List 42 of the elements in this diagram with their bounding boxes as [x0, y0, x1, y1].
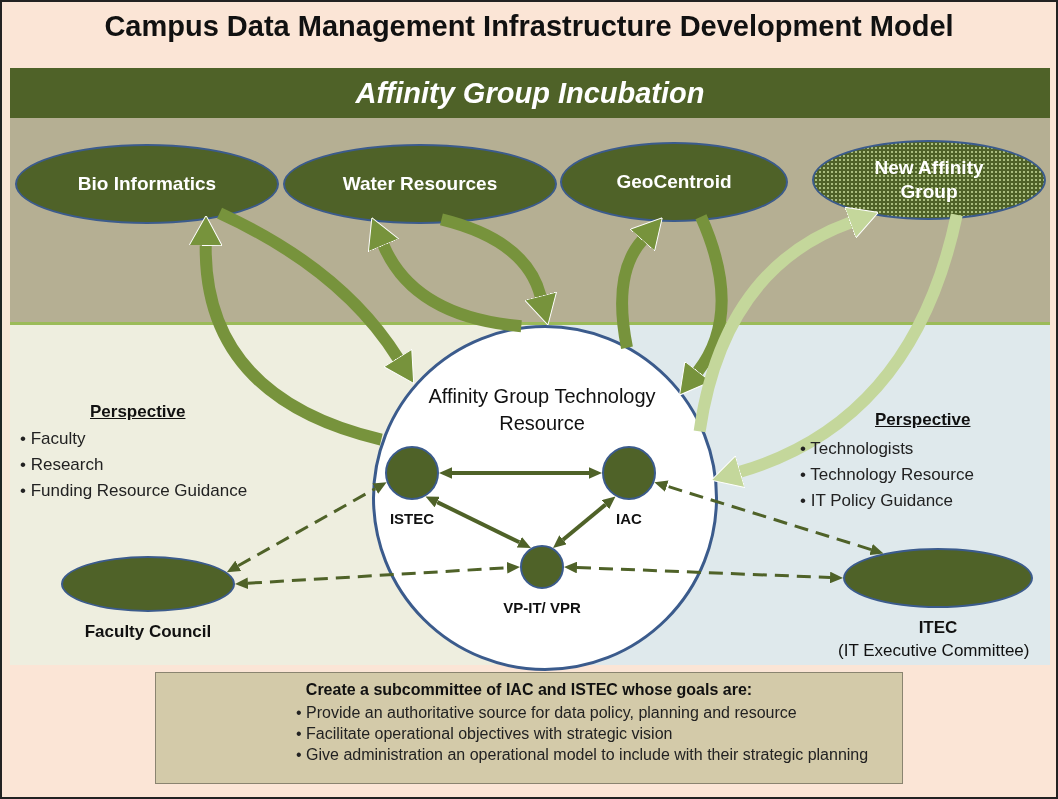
arrow — [425, 496, 531, 548]
node-label: Water Resources — [341, 172, 499, 196]
dashed-arrow — [564, 561, 843, 584]
node-caption: (IT Executive Committee) — [838, 641, 1030, 661]
arrow — [439, 467, 602, 479]
section-heading: Perspective — [875, 410, 971, 430]
arrow — [553, 496, 616, 548]
curved-arrow — [216, 207, 415, 384]
title: Campus Data Management Infrastructure Development Model — [103, 10, 955, 43]
dashed-arrow — [235, 561, 520, 590]
list-item: • Technologists — [800, 438, 915, 460]
node-label: ISTEC — [388, 510, 436, 527]
circle-title: Affinity Group Technology Resource — [427, 384, 657, 436]
list-item: • Facilitate operational objectives with strategic vision — [296, 724, 674, 744]
node-label: Bio Informatics — [76, 172, 218, 196]
dashed-arrow — [226, 482, 387, 573]
list-item: • Funding Resource Guidance — [20, 480, 249, 502]
node-label: GeoCentroid — [615, 170, 733, 194]
list-item: • Technology Resource — [800, 464, 975, 486]
node-label: New Affinity Group — [873, 156, 985, 204]
node-label: VP-IT/ VPR — [502, 599, 582, 616]
list-item: • Provide an authoritative source for data policy, planning and resource — [296, 703, 798, 723]
curved-arrow — [680, 214, 728, 397]
header-band — [10, 68, 1050, 118]
curved-arrow — [439, 213, 557, 326]
curved-arrow — [616, 216, 662, 349]
curved-arrow — [368, 217, 522, 333]
note-heading: Create a subcommittee of IAC and ISTEC whose goals are: — [304, 681, 754, 699]
node-label: ITEC — [917, 618, 959, 638]
list-item: • Give administration an operational model to include with their strategic planning — [296, 745, 870, 765]
band-title: Affinity Group Incubation — [355, 76, 705, 110]
curved-arrow — [711, 213, 963, 488]
node-label: Faculty Council — [83, 622, 213, 642]
list-item: • Research — [20, 454, 105, 476]
node-label: IAC — [615, 510, 643, 527]
curved-arrow — [693, 206, 879, 433]
dashed-arrow — [654, 480, 884, 556]
list-item: • IT Policy Guidance — [800, 490, 955, 512]
section-heading: Perspective — [90, 402, 186, 422]
list-item: • Faculty — [20, 428, 87, 450]
curved-arrow — [188, 215, 383, 446]
note-box — [155, 672, 903, 784]
